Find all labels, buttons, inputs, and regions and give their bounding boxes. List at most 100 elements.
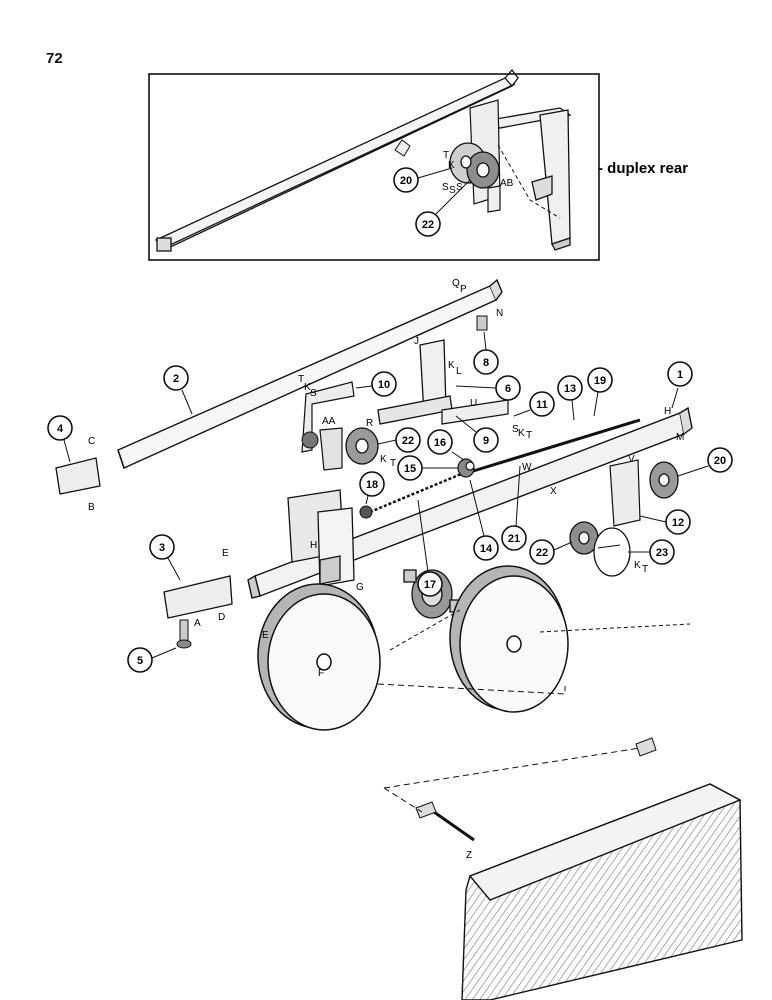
- svg-text:2: 2: [173, 373, 179, 385]
- main-toolbar-tube: [117, 278, 503, 469]
- callout-1: 1: [667, 361, 693, 409]
- reference-letters: Q P N J K L T K S AA R U S K T H M K T C…: [88, 278, 684, 861]
- callout-14: 14: [469, 479, 499, 561]
- svg-text:AB: AB: [500, 178, 514, 189]
- inset-toolbar-tube: [154, 68, 519, 252]
- rod-13: [469, 418, 641, 474]
- callout-11: 11: [513, 391, 555, 417]
- callout-16: 16: [427, 429, 465, 461]
- callout-19: 19: [587, 367, 613, 417]
- callout-23: 23: [628, 539, 675, 565]
- hub-assembly: [457, 458, 475, 478]
- callout-17: 17: [417, 499, 443, 597]
- pin-8: [476, 315, 488, 331]
- svg-text:8: 8: [483, 357, 489, 369]
- callout-21: 21: [501, 465, 527, 551]
- shank-bracket: [287, 489, 355, 587]
- svg-text:AA: AA: [322, 416, 336, 427]
- svg-text:K: K: [380, 454, 387, 465]
- callout-15: 15: [397, 455, 458, 481]
- callout-5: 5: [127, 647, 177, 673]
- svg-text:H: H: [664, 406, 671, 417]
- svg-text:D: D: [218, 612, 225, 623]
- svg-text:1: 1: [677, 369, 683, 381]
- svg-text:B: B: [88, 502, 95, 513]
- wheel-right: [449, 565, 569, 713]
- clamp-4: [55, 457, 101, 495]
- callout-20: 20: [677, 447, 733, 477]
- callout-8: 8: [473, 331, 499, 375]
- svg-text:G: G: [356, 582, 364, 593]
- spring-17: [369, 470, 467, 514]
- inset-pulleys: [449, 142, 500, 189]
- svg-text:K: K: [304, 382, 311, 393]
- clamp-3: [163, 575, 233, 619]
- inset-belt-line: [497, 144, 561, 219]
- callout-2: 2: [163, 365, 193, 415]
- svg-text:R: R: [366, 418, 373, 429]
- svg-text:Z: Z: [466, 850, 472, 861]
- svg-text:T: T: [526, 430, 532, 441]
- svg-text:X: X: [550, 486, 557, 497]
- hinge-pin: [415, 737, 657, 842]
- pulley-22-lower: [569, 521, 599, 555]
- callout-12: 12: [639, 509, 691, 535]
- svg-text:S: S: [512, 424, 519, 435]
- svg-text:16: 16: [434, 437, 446, 449]
- svg-text:19: 19: [594, 375, 606, 387]
- inset-vertical-frame: [488, 107, 572, 251]
- svg-text:S: S: [310, 388, 317, 399]
- svg-text:L: L: [456, 366, 462, 377]
- cover-dash-line: [383, 747, 641, 789]
- svg-text:22: 22: [536, 547, 548, 559]
- svg-text:E: E: [262, 630, 269, 641]
- svg-text:5: 5: [137, 655, 143, 667]
- callout-22-lower: 22: [529, 539, 573, 565]
- cover-shield: [461, 783, 743, 1000]
- svg-text:21: 21: [508, 533, 520, 545]
- page-number: 72: [46, 50, 63, 67]
- inset-note: - duplex rear: [598, 160, 688, 177]
- bolt-5: [176, 619, 192, 649]
- arm-9: [377, 395, 453, 425]
- svg-text:A: A: [194, 618, 201, 629]
- svg-text:K: K: [518, 428, 525, 439]
- inset-bracket: [394, 139, 411, 157]
- svg-text:23: 23: [656, 547, 668, 559]
- svg-text:T: T: [298, 374, 304, 385]
- svg-text:T: T: [443, 150, 449, 161]
- bracket-12: [609, 459, 641, 527]
- svg-text:13: 13: [564, 383, 576, 395]
- svg-text:10: 10: [378, 379, 390, 391]
- roller-10: [301, 431, 319, 449]
- svg-text:H: H: [310, 540, 317, 551]
- svg-text:P: P: [460, 284, 467, 295]
- svg-text:T: T: [642, 564, 648, 575]
- svg-text:K: K: [634, 560, 641, 571]
- svg-text:22: 22: [402, 435, 414, 447]
- svg-text:J: J: [414, 336, 419, 347]
- svg-text:V: V: [628, 454, 635, 465]
- svg-text:11: 11: [536, 399, 548, 411]
- svg-text:20: 20: [714, 455, 726, 467]
- svg-text:18: 18: [366, 479, 378, 491]
- frame-rail: [247, 406, 693, 599]
- svg-text:F: F: [318, 668, 324, 679]
- wheel-left: [257, 583, 381, 731]
- pulley-22-upper: [345, 427, 379, 465]
- svg-text:20: 20: [400, 175, 412, 187]
- callout-18: 18: [359, 471, 385, 505]
- svg-text:S: S: [449, 185, 456, 196]
- inset-duplex-rear: 20 22 T K S S S AB - duplex rear: [148, 68, 688, 261]
- svg-text:22: 22: [422, 219, 434, 231]
- svg-text:K: K: [448, 360, 455, 371]
- inset-frame: [148, 73, 600, 261]
- callout-4: 4: [47, 415, 73, 463]
- disc-23: [593, 527, 631, 577]
- svg-text:6: 6: [505, 383, 511, 395]
- svg-text:12: 12: [672, 517, 684, 529]
- bracket-aa: [319, 427, 343, 471]
- callout-22-upper: 22: [377, 427, 421, 453]
- callout-9: 9: [455, 415, 499, 453]
